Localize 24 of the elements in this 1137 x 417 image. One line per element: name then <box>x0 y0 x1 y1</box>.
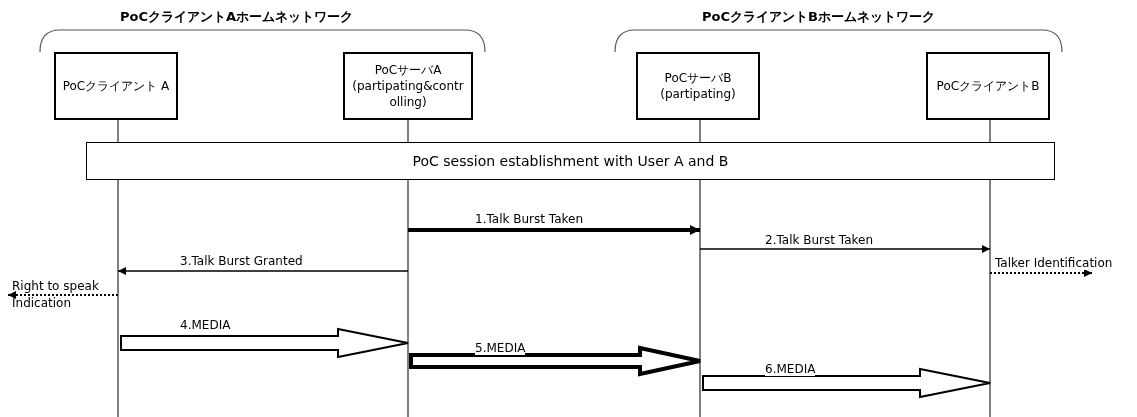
edge-label: 2.Talk Burst Taken <box>765 233 873 247</box>
participant-label: PoCサーバA (partipating&controlling) <box>351 62 465 110</box>
edge-label: 1.Talk Burst Taken <box>475 212 583 226</box>
participant-label: PoCクライアント A <box>61 78 171 94</box>
edge-label: 3.Talk Burst Granted <box>180 254 303 268</box>
message-arrow <box>699 245 991 253</box>
message-arrow <box>117 267 409 275</box>
media-arrow <box>702 367 991 399</box>
message-arrow <box>7 291 119 299</box>
media-arrow <box>409 345 702 377</box>
session-band <box>86 142 1055 180</box>
edge-label: 6.MEDIA <box>765 362 816 376</box>
edge-label: Right to speak Indication <box>12 278 100 312</box>
edge-label: Talker Identification <box>995 256 1113 270</box>
band-label: PoC session establishment with User A and B <box>411 153 730 169</box>
edge-label: 5.MEDIA <box>475 341 526 355</box>
media-arrow <box>120 327 409 359</box>
participant-label: PoCクライアントB <box>935 78 1041 94</box>
message-arrow <box>408 225 700 235</box>
group-title: PoCクライアントAホームネットワーク <box>120 8 354 26</box>
edge-label: 4.MEDIA <box>180 318 231 332</box>
message-arrow <box>989 269 1093 277</box>
participant-label: PoCサーバB (partipating) <box>659 70 737 102</box>
group-title: PoCクライアントBホームネットワーク <box>702 8 935 26</box>
